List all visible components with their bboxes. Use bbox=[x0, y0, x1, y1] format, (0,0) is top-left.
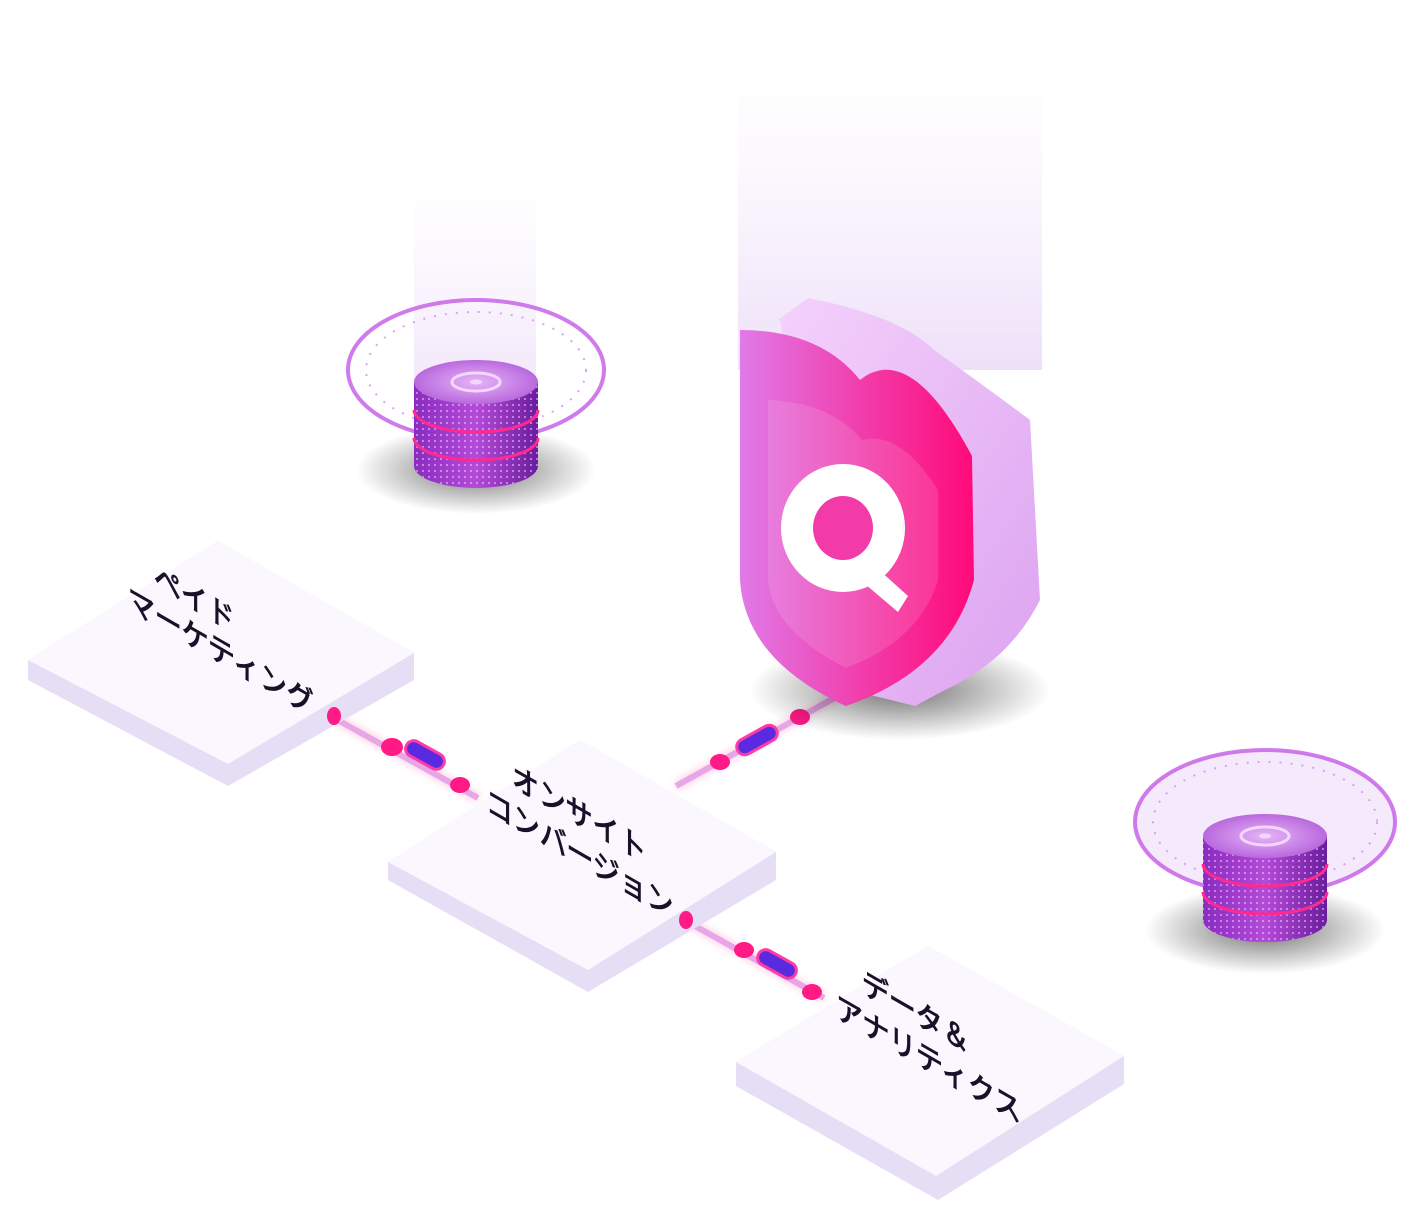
connector-paid-to-onsite bbox=[327, 707, 481, 802]
database-icon bbox=[412, 360, 540, 488]
database-right bbox=[1133, 748, 1397, 974]
tile-paid-marketing[interactable]: ペイド マーケティング bbox=[28, 541, 414, 786]
database-left bbox=[346, 298, 606, 514]
shield-logo-icon bbox=[740, 298, 1050, 740]
database-icon bbox=[1201, 814, 1329, 942]
tile-data-analytics[interactable]: データ＆ アナリティクス bbox=[736, 946, 1124, 1200]
tile-onsite-conversion[interactable]: オンサイト コンバージョン bbox=[388, 740, 776, 992]
